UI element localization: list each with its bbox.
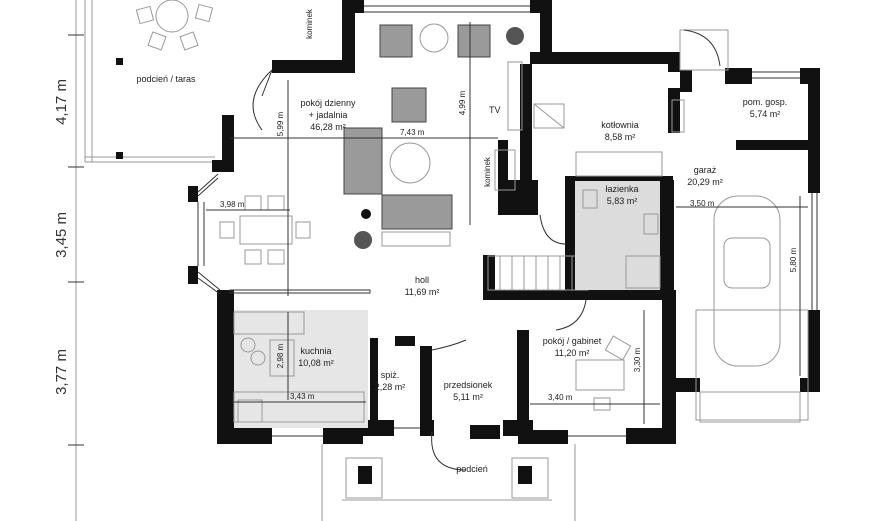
door-arc	[555, 299, 587, 331]
tv-label: TV	[489, 105, 501, 115]
side-dim-1: 4,17 m	[53, 79, 70, 125]
dimension-lines	[206, 22, 808, 424]
fireplace-label-2: kominek	[483, 156, 492, 187]
dim-3-50: 3,50 m	[690, 199, 715, 208]
living-furniture	[343, 23, 524, 249]
door-arc	[539, 214, 567, 245]
bay-window	[197, 173, 221, 295]
overall-dimension-line	[68, 0, 84, 521]
dim-3-40: 3,40 m	[548, 393, 573, 402]
side-dim-2: 3,45 m	[53, 212, 70, 258]
room-name-lazienka: łazienka	[605, 184, 638, 194]
room-name-pom: pom. gosp.	[743, 97, 788, 107]
room-name-spiz: spiż.	[381, 370, 400, 380]
terrace-door	[252, 69, 273, 131]
room-area-dzienny: 46,28 m²	[310, 122, 346, 132]
dim-2-98: 2,98 m	[276, 343, 285, 368]
kitchen-area	[233, 310, 368, 428]
dim-4-99: 4,99 m	[458, 90, 467, 115]
room-name-kotlownia: kotłownia	[601, 120, 639, 130]
door-arc	[431, 339, 467, 351]
walls	[188, 0, 820, 444]
windows	[272, 5, 818, 437]
terrace	[84, 0, 215, 163]
plant-icon	[354, 231, 372, 249]
room-name-taras: podcień / taras	[136, 74, 196, 84]
room-area-przedsionek: 5,11 m²	[453, 392, 483, 402]
dim-3-43: 3,43 m	[290, 392, 315, 401]
room-name-dzienny-2: + jadalnia	[309, 110, 348, 120]
dim-3-30: 3,30 m	[633, 347, 642, 372]
dining-set	[219, 195, 311, 265]
staircase	[487, 255, 589, 291]
room-name-holl: holl	[415, 275, 429, 285]
room-name-garaz: garaż	[694, 165, 717, 175]
room-name-kuchnia: kuchnia	[300, 346, 331, 356]
room-area-kuchnia: 10,08 m²	[298, 358, 334, 368]
room-area-pom: 5,74 m²	[750, 109, 781, 119]
entrance-canopy	[321, 431, 576, 521]
plant-icon	[506, 27, 524, 45]
room-area-spiz: 2,28 m²	[375, 382, 406, 392]
car-icon	[713, 195, 781, 367]
dim-5-99: 5,99 m	[276, 111, 285, 136]
garage-entry	[679, 29, 809, 423]
dim-3-98: 3,98 m	[220, 200, 245, 209]
room-area-garaz: 20,29 m²	[687, 177, 723, 187]
bathroom	[575, 151, 663, 290]
fireplace-label: kominek	[305, 8, 314, 39]
room-name-podcien: podcień	[456, 464, 488, 474]
room-name-gabinet: pokój / gabinet	[543, 336, 602, 346]
dim-7-43: 7,43 m	[400, 128, 425, 137]
boiler-room	[533, 99, 685, 133]
room-area-kotlownia: 8,58 m²	[605, 132, 636, 142]
room-area-holl: 11,69 m²	[405, 287, 440, 297]
room-area-gabinet: 11,20 m²	[555, 348, 590, 358]
room-area-lazienka: 5,83 m²	[607, 196, 638, 206]
dim-5-80: 5,80 m	[789, 247, 798, 272]
room-name-dzienny-1: pokój dzienny	[300, 98, 356, 108]
room-name-przedsionek: przedsionek	[444, 380, 493, 390]
side-dim-3: 3,77 m	[53, 349, 70, 395]
